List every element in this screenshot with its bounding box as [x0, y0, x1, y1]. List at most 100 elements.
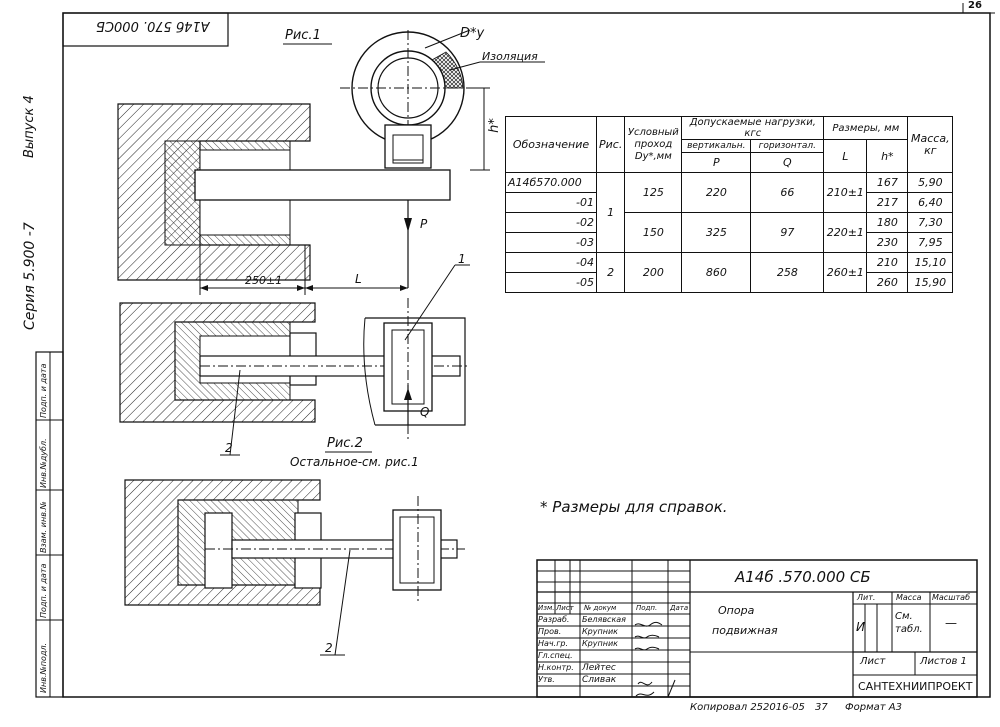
th-q: Q: [750, 152, 825, 173]
row-0-fig: 1: [595, 172, 626, 253]
tb-org: САНТЕХНИИПРОЕКТ: [858, 680, 973, 693]
q-load-label: Q: [420, 405, 430, 419]
tb-col-izm: Изм.: [538, 604, 555, 612]
th-vertical: вертикальн.: [681, 139, 752, 153]
th-horizontal: горизонтал.: [750, 139, 825, 153]
tb-person-2: Крупник: [582, 639, 618, 648]
row-4-p: 860: [681, 252, 752, 293]
row-2-mass: 7,30: [907, 212, 954, 233]
side-vypusk: Выпуск 4: [22, 95, 37, 158]
tb-scale-value: —: [945, 616, 957, 630]
row-2-p: 325: [681, 212, 752, 253]
row-0-designation: А14б570.000: [505, 172, 597, 193]
row-3-mass: 7,95: [907, 232, 954, 253]
row-1-mass: 6,40: [907, 192, 954, 213]
tb-mass-label: Масса: [896, 593, 922, 602]
title-block-frame: [536, 559, 978, 698]
tb-name-2: подвижная: [712, 624, 778, 637]
tb-code: А14б .570.000 СБ: [735, 568, 871, 586]
row-4-designation: -04: [505, 252, 597, 273]
top-stamp-code: А14б 570. 000СБ: [96, 18, 210, 33]
side-label-vzam: Взам. инв.№: [39, 501, 48, 553]
row-2-q: 97: [750, 212, 825, 253]
p-load-label: P: [420, 217, 428, 231]
tb-person-0: Белявская: [582, 615, 626, 624]
footer-copied: Копировал 252016-05: [690, 702, 805, 713]
th-loads: Допускаемые нагрузки, кгс: [681, 116, 825, 140]
tb-role-0: Разраб.: [538, 615, 570, 624]
row-4-dy: 200: [624, 252, 683, 293]
tb-lit-label: Лит.: [857, 593, 876, 602]
row-2-designation: -02: [505, 212, 597, 233]
th-l: L: [823, 139, 868, 173]
insulation-label: Изоляция: [482, 50, 538, 63]
tb-person-5: Сливак: [582, 675, 617, 685]
tb-col-list: Лист: [556, 604, 574, 612]
row-5-h: 260: [866, 272, 909, 293]
tb-mass-value: См. табл.: [895, 611, 923, 635]
row-2-dy: 150: [624, 212, 683, 253]
tb-role-1: Пров.: [538, 627, 562, 636]
tb-person-1: Крупник: [582, 627, 618, 636]
row-4-q: 258: [750, 252, 825, 293]
row-0-q: 66: [750, 172, 825, 213]
th-h: h*: [866, 139, 909, 173]
row-4-fig: 2: [595, 252, 626, 293]
tb-col-sign: Подп.: [636, 604, 658, 612]
dim-l-label: L: [355, 272, 362, 286]
fig1-title: Рис.1: [285, 28, 321, 43]
tb-scale-label: Масштаб: [932, 593, 971, 602]
tb-role-2: Нач.гр.: [538, 639, 569, 648]
tb-role-3: Гл.спец.: [538, 651, 573, 660]
dy-label: D*у: [460, 26, 485, 41]
tb-role-4: Н.контр.: [538, 663, 574, 672]
fig2-title: Рис.2: [327, 436, 363, 451]
row-3-h: 230: [866, 232, 909, 253]
row-2-l: 220±1: [823, 212, 868, 253]
row-3-designation: -03: [505, 232, 597, 253]
row-4-l: 260±1: [823, 252, 868, 293]
tb-person-4: Лейтес: [582, 663, 616, 673]
fig1-beam: [194, 169, 451, 201]
row-1-h: 217: [866, 192, 909, 213]
row-5-mass: 15,90: [907, 272, 954, 293]
th-designation: Обозначение: [505, 116, 597, 173]
footer-format: Формат А3: [845, 702, 902, 713]
th-sizes: Размеры, мм: [823, 116, 909, 140]
tb-col-doc: № докум: [584, 604, 617, 612]
side-label-podp: Подп. и дата: [39, 563, 48, 619]
tb-sheet: Лист: [860, 656, 886, 667]
th-passage: Условный проход Dу*,мм: [624, 116, 683, 173]
th-p: P: [681, 152, 752, 173]
th-fig: Рис.: [595, 116, 626, 173]
row-1-designation: -01: [505, 192, 597, 213]
callout-2b: 2: [325, 641, 333, 655]
row-2-h: 180: [866, 212, 909, 233]
row-0-h: 167: [866, 172, 909, 193]
top-stamp-frame: [62, 12, 229, 47]
spec-table: Обозначение Рис. Условный проход Dу*,мм …: [505, 116, 954, 293]
side-seria: Серия 5.900 -7: [22, 222, 38, 330]
th-mass: Масса, кг: [907, 116, 954, 173]
side-label-podp2: Подп. и дата: [39, 363, 48, 419]
row-5-designation: -05: [505, 272, 597, 293]
fig2-note: Остальное-см. рис.1: [290, 455, 419, 469]
tb-lit-value: И: [856, 620, 865, 634]
h-dim-label: h*: [486, 118, 502, 133]
page-number: 26: [968, 0, 982, 11]
callout-1: 1: [458, 252, 466, 266]
row-0-l: 210±1: [823, 172, 868, 213]
row-4-mass: 15,10: [907, 252, 954, 273]
tb-sheets: Листов 1: [920, 656, 967, 667]
tb-col-date: Дата: [670, 604, 689, 612]
row-0-dy: 125: [624, 172, 683, 213]
row-0-p: 220: [681, 172, 752, 213]
reference-note: * Размеры для справок.: [540, 498, 728, 516]
row-4-h: 210: [866, 252, 909, 273]
dim-250-label: 250±1: [245, 274, 283, 287]
footer-num: 37: [815, 702, 828, 713]
callout-2a: 2: [225, 441, 233, 455]
tb-name-1: Опора: [718, 604, 755, 617]
side-label-inv-dubl: Инв.№дубл.: [39, 438, 48, 488]
